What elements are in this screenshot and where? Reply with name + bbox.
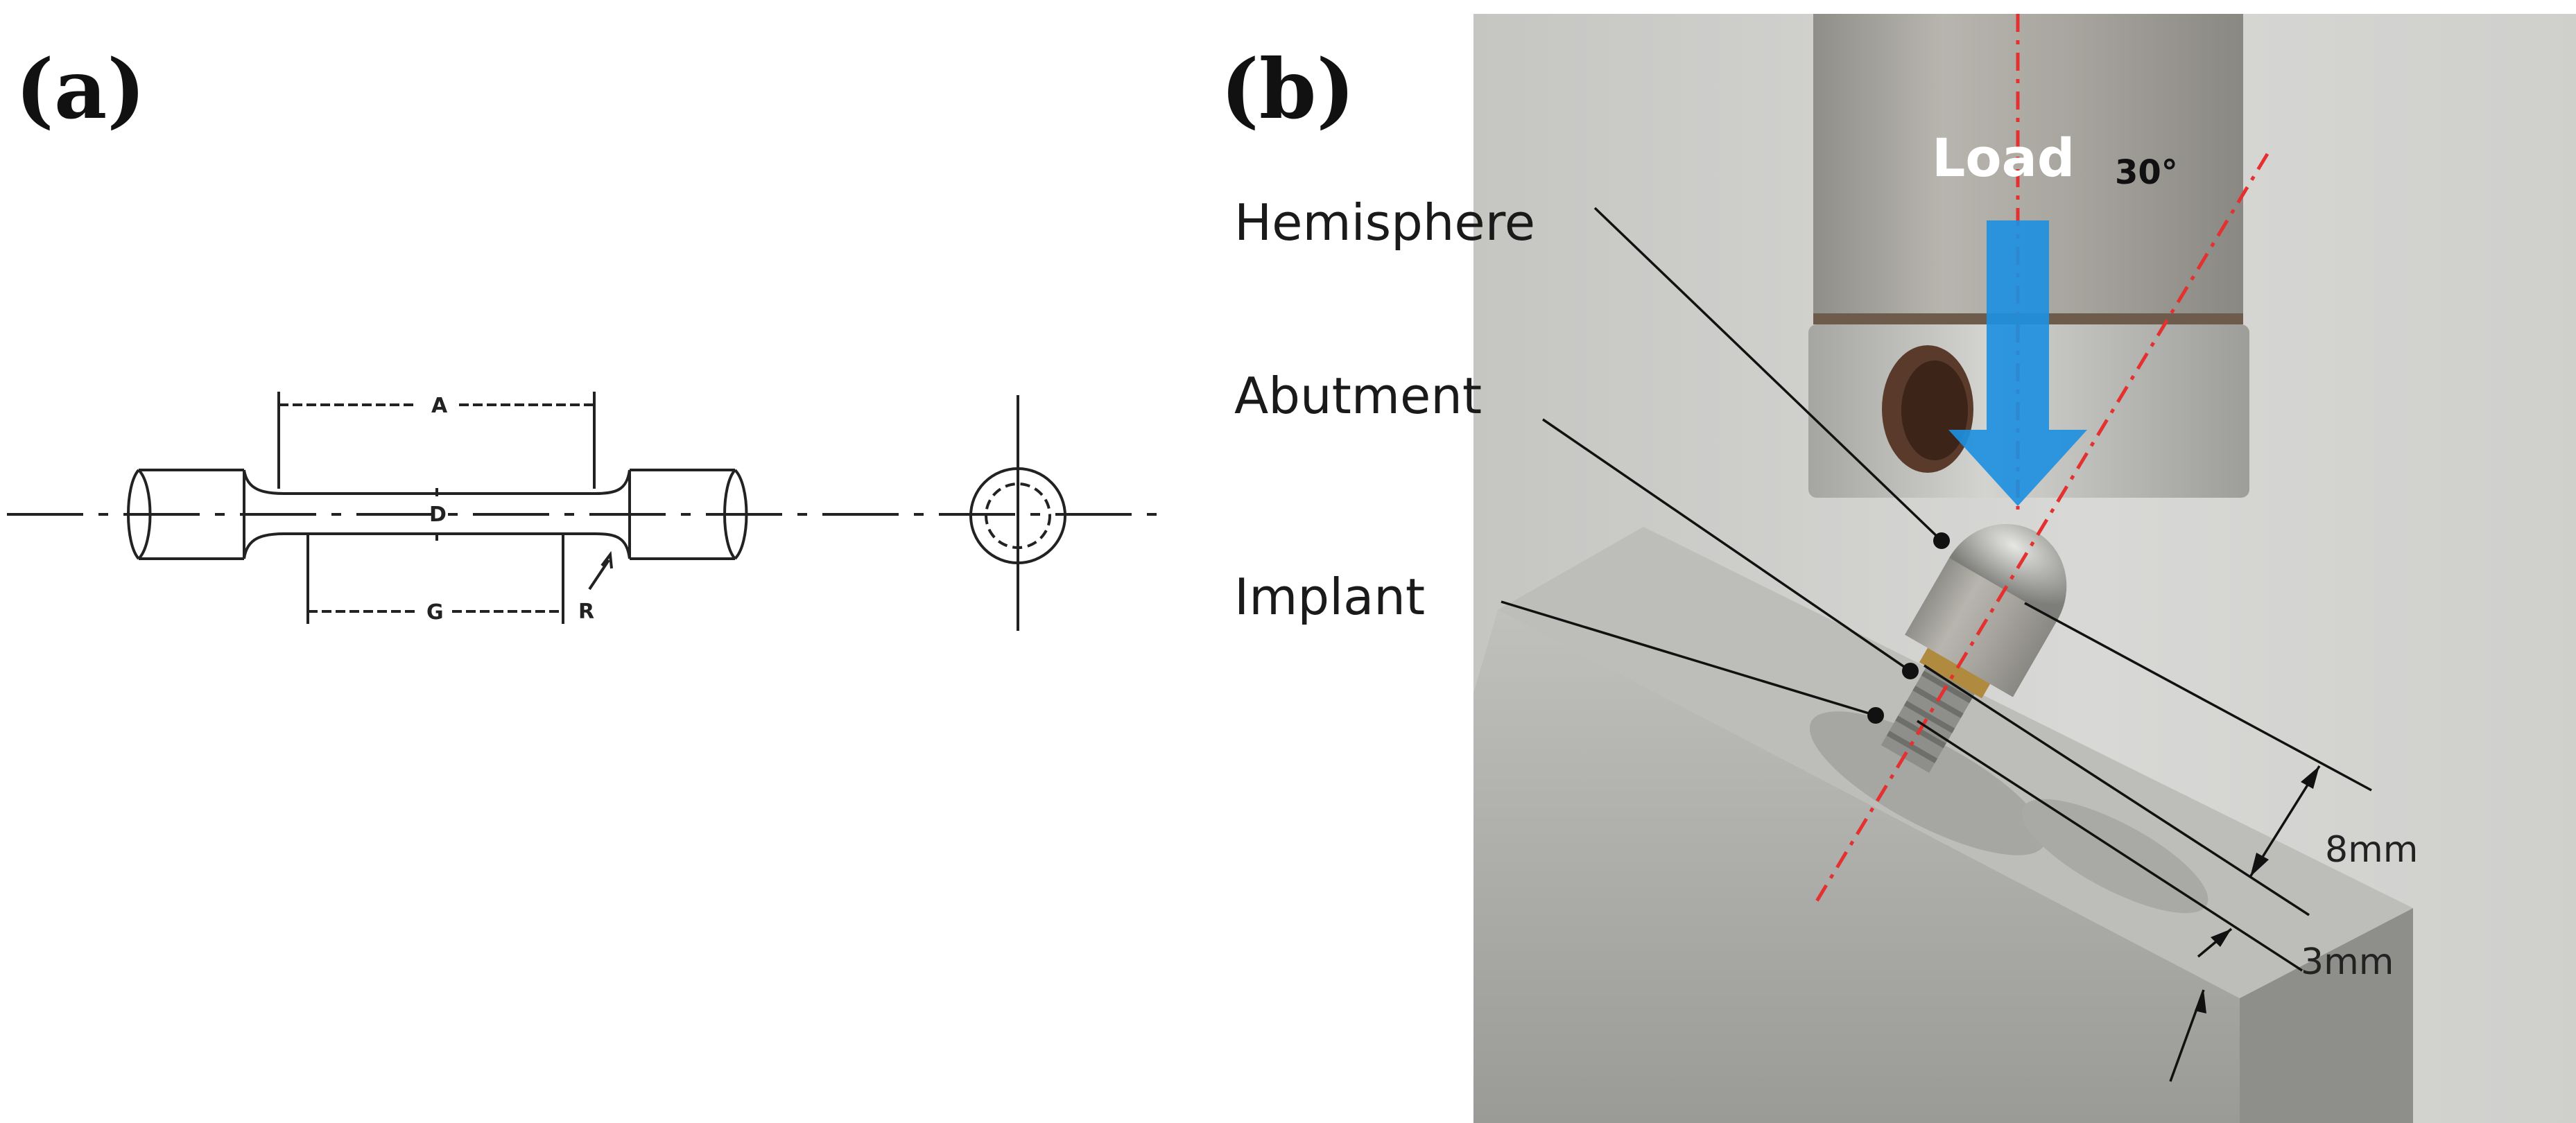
specimen-dim-g: G: [426, 600, 444, 625]
specimen-right-grip: [630, 469, 748, 560]
abutment-ring: [1919, 641, 1994, 699]
panel-label-a: (a): [15, 41, 146, 137]
hemisphere-dome: [1949, 524, 2067, 620]
holder-block-side: [1473, 610, 2240, 1123]
callout-abutment: Abutment: [1234, 367, 1483, 425]
load-label: Load: [1932, 127, 2075, 189]
load-arrow: [1948, 220, 2087, 506]
dim-8mm-label: 8mm: [2325, 829, 2419, 871]
specimen-dim-d: D: [429, 503, 447, 527]
specimen-left-grip: [127, 469, 244, 560]
implant-assembly: [1881, 524, 2067, 773]
specimen-gauge-section: [243, 469, 631, 559]
dim-3mm-label: 3mm: [2301, 941, 2394, 983]
hemisphere-leader: [1593, 207, 1943, 542]
specimen-dim-a: A: [431, 394, 448, 418]
panel-label-b: (b): [1220, 41, 1356, 137]
inclined-axis-line: [1815, 153, 2270, 903]
callout-hemisphere: Hemisphere: [1234, 193, 1536, 252]
implant-leader: [1501, 600, 1876, 717]
abutment-leader: [1542, 418, 1911, 672]
angle-label: 30°: [2115, 153, 2178, 192]
callout-implant: Implant: [1234, 568, 1426, 626]
specimen-dim-r: R: [578, 600, 594, 624]
